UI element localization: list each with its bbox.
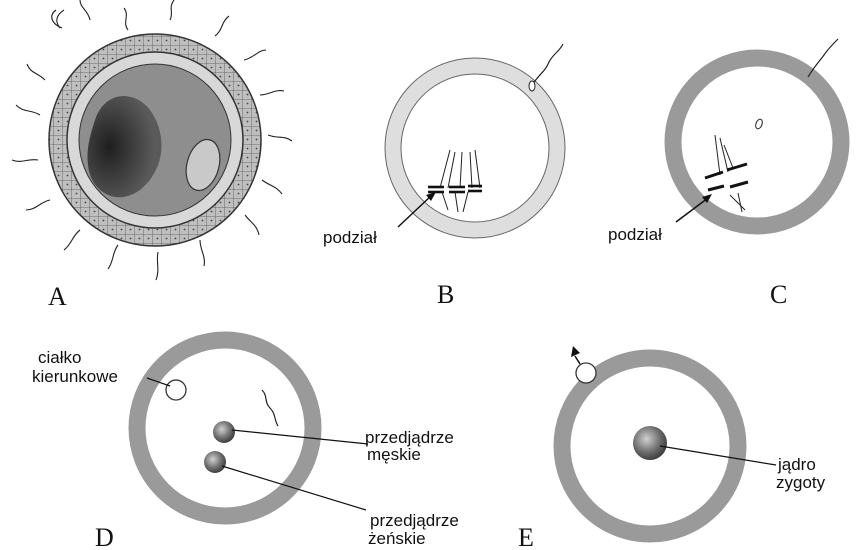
zygote-nucleus-label-2: zygoty xyxy=(776,473,826,492)
sperm-tail-d xyxy=(262,390,278,426)
sperm-head-b xyxy=(529,81,535,91)
polar-body-e xyxy=(576,363,596,383)
polar-body-d xyxy=(166,380,186,400)
panel-letter-a: A xyxy=(48,282,67,311)
polar-body-arrow-e xyxy=(571,346,580,357)
panel-c: podział C xyxy=(608,39,841,309)
sperm-head-c xyxy=(754,118,763,129)
egg-ring-c xyxy=(673,58,841,226)
zygote-nucleus xyxy=(633,426,667,460)
panel-d: ciałko kierunkowe przedjądrze męskie prz… xyxy=(32,340,459,550)
female-pronucleus-label-2: żeńskie xyxy=(368,529,426,548)
zygote-nucleus-label-1: jądro xyxy=(777,455,816,474)
polar-body-arrow-stem xyxy=(575,356,580,364)
chromosomes-c xyxy=(705,164,748,190)
sperm-entry-b xyxy=(533,44,563,84)
panel-letter-e: E xyxy=(518,523,534,550)
division-label-c: podział xyxy=(608,225,662,244)
zygote-nucleus-pointer xyxy=(660,446,776,465)
spindle-b xyxy=(440,150,480,212)
polar-body-label-1: ciałko xyxy=(38,348,81,367)
panel-letter-d: D xyxy=(95,523,114,550)
panel-b: podział B xyxy=(323,44,563,309)
panel-letter-b: B xyxy=(437,280,454,309)
panel-e: jądro zygoty E xyxy=(518,346,826,550)
panel-a: A xyxy=(12,0,292,311)
male-pointer xyxy=(232,430,368,444)
polar-body-label-2: kierunkowe xyxy=(32,367,118,386)
male-pronucleus xyxy=(213,421,235,443)
male-pronucleus-label-2: męskie xyxy=(367,445,421,464)
division-label-b: podział xyxy=(323,228,377,247)
chromosomes-b xyxy=(428,186,482,192)
female-pronucleus-label-1: przedjądrze xyxy=(370,511,459,530)
female-pronucleus xyxy=(204,451,226,473)
panel-letter-c: C xyxy=(770,280,787,309)
